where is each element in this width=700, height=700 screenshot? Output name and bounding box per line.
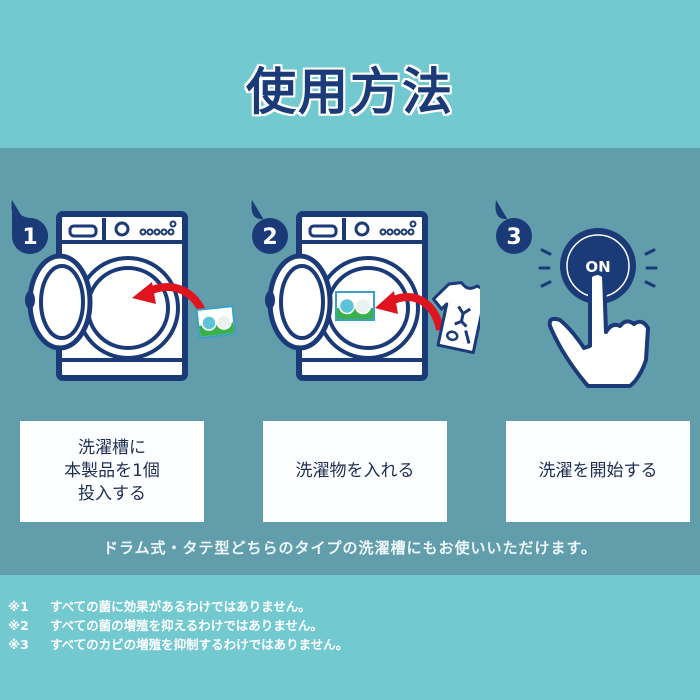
washing-machine-icon: 1 bbox=[11, 200, 237, 381]
footnote-mark: ※2 bbox=[8, 618, 29, 633]
footnote-mark: ※1 bbox=[8, 599, 29, 614]
step-1-box: 洗濯槽に 本製品を1個 投入する bbox=[20, 421, 204, 522]
footnote-text: すべてのカビの増殖を抑制するわけではありません。 bbox=[50, 637, 349, 652]
shirt-icon bbox=[431, 281, 480, 355]
pointing-hand-icon bbox=[547, 271, 650, 388]
step-number-badge: 2 bbox=[251, 200, 288, 254]
washing-machine-icon: 2 bbox=[251, 200, 480, 381]
step-number-badge: 3 bbox=[495, 200, 532, 254]
step-2-text: 洗濯物を入れる bbox=[295, 461, 415, 481]
compatibility-note: ドラム式・タテ型どちらのタイプの洗濯槽にもお使いいただけます。 bbox=[102, 539, 598, 557]
svg-text:2: 2 bbox=[262, 225, 277, 250]
step-3-illustration: 3 ON bbox=[480, 190, 700, 390]
header-band: 使用方法 bbox=[0, 0, 700, 148]
footnote-text: すべての菌の増殖を抑えるわけではありません。 bbox=[50, 618, 323, 633]
svg-text:1: 1 bbox=[22, 225, 37, 250]
page-title: 使用方法 bbox=[246, 63, 454, 121]
footnotes: ※1 すべての菌に効果があるわけではありません。 ※2 すべての菌の増殖を抑える… bbox=[8, 597, 348, 654]
footnote-3: ※3 すべてのカビの増殖を抑制するわけではありません。 bbox=[8, 635, 348, 654]
svg-text:3: 3 bbox=[506, 225, 521, 250]
pod-icon bbox=[335, 291, 375, 321]
pod-icon bbox=[195, 305, 237, 339]
step-2-illustration: 2 bbox=[240, 190, 480, 390]
footnote-1: ※1 すべての菌に効果があるわけではありません。 bbox=[8, 597, 348, 616]
footnote-mark: ※3 bbox=[8, 637, 29, 652]
step-3-box: 洗濯を開始する bbox=[506, 421, 690, 522]
svg-text:ON: ON bbox=[585, 258, 610, 276]
step-3-text: 洗濯を開始する bbox=[538, 461, 658, 481]
footnote-2: ※2 すべての菌の増殖を抑えるわけではありません。 bbox=[8, 616, 348, 635]
step-1-text: 洗濯槽に 本製品を1個 投入する bbox=[64, 438, 160, 504]
step-2-box: 洗濯物を入れる bbox=[263, 421, 447, 522]
arrow-icon bbox=[387, 293, 444, 331]
footnote-text: すべての菌に効果があるわけではありません。 bbox=[50, 599, 311, 614]
step-1-illustration: 1 bbox=[0, 190, 240, 390]
step-number-badge: 1 bbox=[11, 200, 48, 254]
on-button-icon: ON bbox=[538, 228, 658, 304]
